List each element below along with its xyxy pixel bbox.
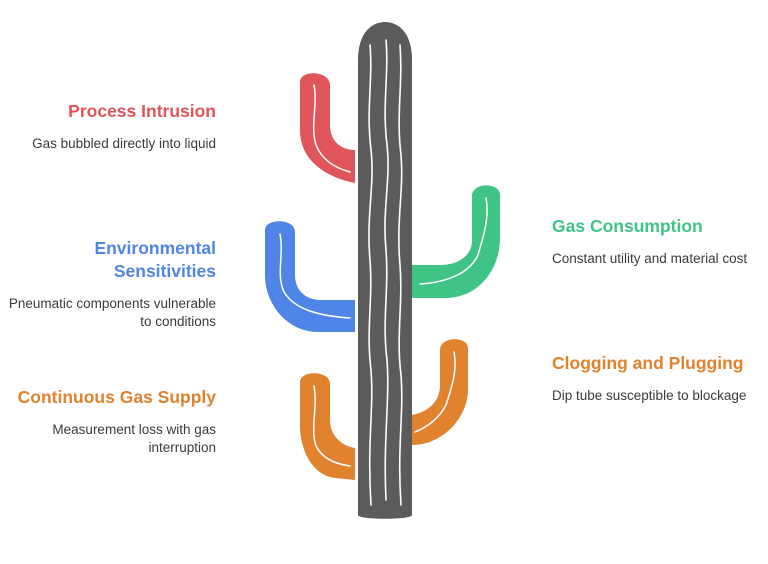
branch-gas-consumption — [412, 185, 500, 298]
item-description: Gas bubbled directly into liquid — [32, 136, 216, 151]
item-environmental-sensitivities: Environmental Sensitivities Pneumatic co… — [0, 237, 216, 331]
item-title: Process Intrusion — [68, 101, 216, 121]
branch-clogging-and-plugging — [412, 339, 468, 445]
item-clogging-and-plugging: Clogging and Plugging Dip tube susceptib… — [552, 352, 768, 405]
branch-process-intrusion — [300, 73, 355, 183]
item-gas-consumption: Gas Consumption Constant utility and mat… — [552, 215, 768, 268]
item-title: Continuous Gas Supply — [17, 387, 216, 407]
branch-continuous-gas-supply — [300, 373, 355, 480]
item-title: Clogging and Plugging — [552, 353, 744, 373]
item-title: Gas Consumption — [552, 216, 703, 236]
item-title: Environmental Sensitivities — [94, 238, 216, 281]
item-description: Pneumatic components vulnerable to condi… — [8, 296, 216, 329]
item-description: Measurement loss with gas interruption — [52, 422, 216, 455]
item-process-intrusion: Process Intrusion Gas bubbled directly i… — [0, 100, 216, 153]
item-description: Dip tube susceptible to blockage — [552, 388, 747, 403]
item-description: Constant utility and material cost — [552, 251, 748, 266]
trunk-texture — [368, 39, 403, 506]
branch-environmental-sensitivities — [265, 221, 355, 332]
item-continuous-gas-supply: Continuous Gas Supply Measurement loss w… — [0, 386, 216, 457]
branch-texture — [279, 84, 488, 467]
